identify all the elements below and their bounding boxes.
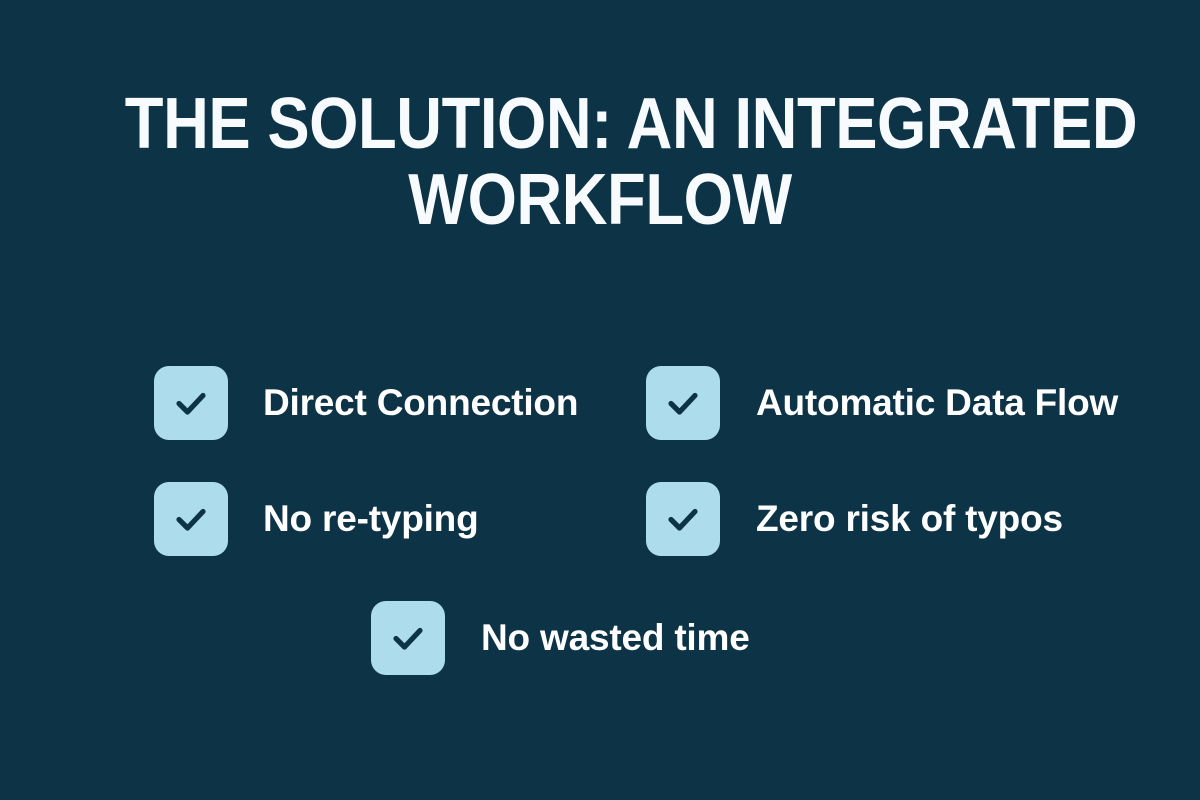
checklist-item-no-re-typing[interactable]: No re-typing: [154, 482, 479, 556]
checklist-item-zero-risk-of-typos[interactable]: Zero risk of typos: [646, 482, 1063, 556]
checklist-item-direct-connection[interactable]: Direct Connection: [154, 366, 578, 440]
checklist-item-label: Automatic Data Flow: [756, 382, 1119, 423]
checklist-item-label: No wasted time: [481, 617, 750, 658]
checklist-item-label: Zero risk of typos: [756, 498, 1063, 539]
check-icon: [154, 366, 228, 440]
slide-title-line-2: WORKFLOW: [408, 160, 792, 240]
checklist-item-no-wasted-time[interactable]: No wasted time: [371, 601, 750, 675]
check-icon: [371, 601, 445, 675]
slide-title-line-1: THE SOLUTION: AN INTEGRATED: [124, 84, 1138, 164]
slide-title: THE SOLUTION: AN INTEGRATED WORKFLOW: [0, 86, 1200, 238]
check-icon: [646, 366, 720, 440]
checklist-row: No re-typing Zero risk of typos: [0, 482, 1200, 556]
checklist-row: Direct Connection Automatic Data Flow: [0, 366, 1200, 440]
checklist-item-label: Direct Connection: [263, 382, 579, 423]
checklist-item-automatic-data-flow[interactable]: Automatic Data Flow: [646, 366, 1118, 440]
benefits-checklist: Direct Connection Automatic Data Flow: [0, 340, 1200, 700]
check-icon: [646, 482, 720, 556]
check-icon: [154, 482, 228, 556]
checklist-row: No wasted time: [0, 601, 1200, 675]
checklist-item-label: No re-typing: [263, 498, 479, 539]
